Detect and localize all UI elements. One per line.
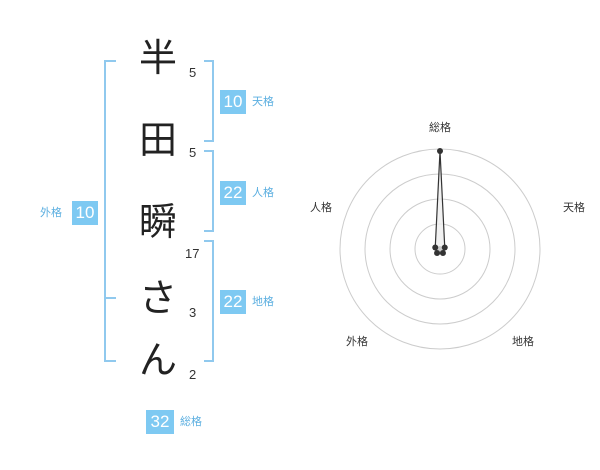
radar-point-5 <box>432 244 439 251</box>
radar-axis-label: 地格 <box>512 334 534 348</box>
radar-point-4 <box>434 250 441 257</box>
radar-point-1 <box>437 148 443 154</box>
soukaku-label: 総格 <box>180 415 202 428</box>
radar-axis-label: 人格 <box>310 200 332 214</box>
tenkaku-label: 天格 <box>252 95 274 108</box>
stroke-count-5: 2 <box>189 367 197 382</box>
chikaku-score: 22 <box>220 290 246 314</box>
name-char-3: 瞬 <box>138 200 177 244</box>
chikaku-label: 地格 <box>252 295 274 308</box>
name-char-5: ん <box>138 338 177 382</box>
name-char-1: 半 <box>138 36 177 80</box>
stroke-count-2: 5 <box>189 145 197 160</box>
tenkaku-bracket <box>204 60 214 142</box>
radar-axis-label: 外格 <box>346 334 368 348</box>
name-char-4: さ <box>138 276 177 320</box>
radar-polygon <box>434 150 446 254</box>
chikaku-bracket <box>204 240 214 362</box>
jinkaku-score: 22 <box>220 181 246 205</box>
jinkaku-bracket <box>204 150 214 232</box>
radar-axis-label: 総格 <box>429 120 451 134</box>
soukaku-score: 32 <box>146 410 174 434</box>
gaikaku-bracket-tick <box>104 297 116 299</box>
jinkaku-label: 人格 <box>252 186 274 199</box>
tenkaku-score: 10 <box>220 90 246 114</box>
radar-axis-label: 天格 <box>563 200 585 214</box>
gaikaku-score: 10 <box>72 201 98 225</box>
radar-point-2 <box>441 244 448 251</box>
stroke-count-1: 5 <box>189 65 197 80</box>
gaikaku-label: 外格 <box>40 206 62 219</box>
gaikaku-bracket <box>104 60 116 362</box>
stroke-count-3: 17 <box>185 246 200 261</box>
stroke-count-4: 3 <box>189 305 197 320</box>
name-char-2: 田 <box>138 118 177 162</box>
radar-point-3 <box>439 250 446 257</box>
